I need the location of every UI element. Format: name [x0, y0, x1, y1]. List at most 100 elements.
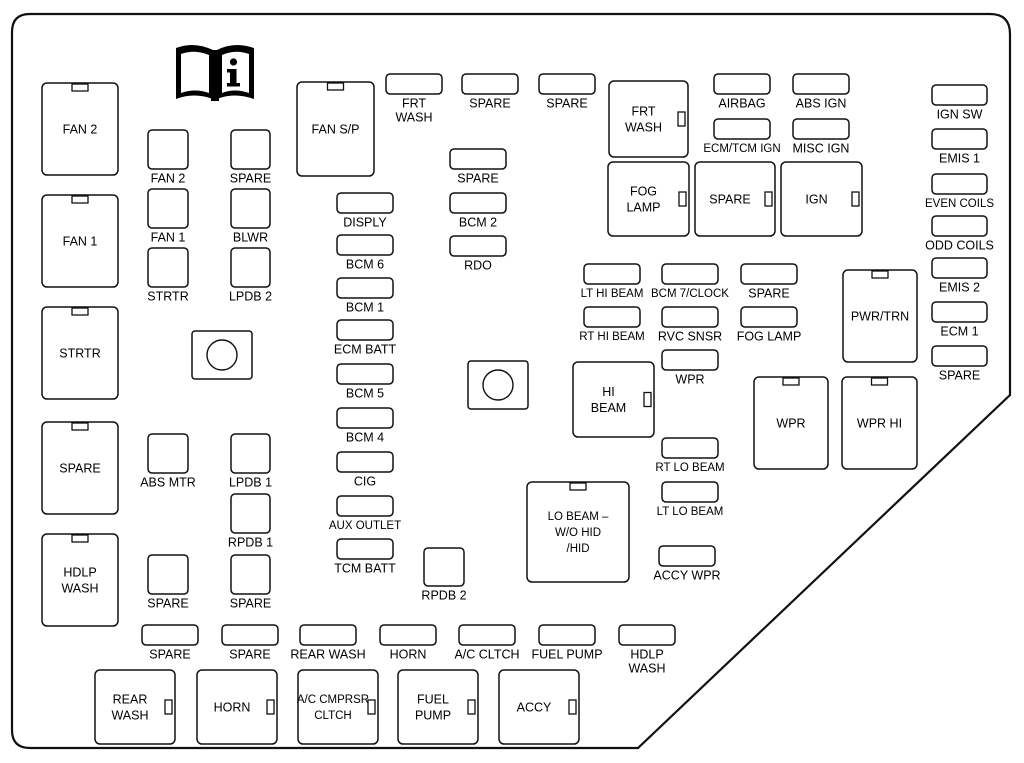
relay-tab — [851, 191, 860, 207]
relay-accy[interactable]: ACCY — [498, 669, 580, 745]
relay-fan-s-p[interactable]: FAN S/P — [296, 81, 375, 177]
fuse-bcm-4[interactable]: BCM 4 — [336, 407, 394, 444]
mini-fuse-spare[interactable]: SPARE — [147, 554, 189, 610]
label-fan-2: FAN 2 — [151, 171, 186, 185]
mini-fuse-lpdb-2[interactable]: LPDB 2 — [229, 247, 272, 303]
fuse-emis-2[interactable]: EMIS 2 — [931, 257, 988, 294]
label-ecm-batt: ECM BATT — [334, 342, 397, 356]
fuse-ecm-batt[interactable]: ECM BATT — [334, 319, 397, 356]
fuse-rt-lo-beam[interactable]: RT LO BEAM — [655, 437, 725, 474]
fuse-spare[interactable]: SPARE — [221, 624, 279, 661]
label-fuel: FUEL — [417, 692, 449, 706]
relay-tab — [71, 83, 89, 92]
fuse-accy-wpr[interactable]: ACCY WPR — [653, 545, 721, 582]
label-misc-ign: MISC IGN — [793, 141, 850, 155]
mini-fuse-blwr[interactable]: BLWR — [230, 188, 271, 244]
label-hdlp: HDLP — [630, 647, 663, 661]
fuse-fog-lamp[interactable]: FOG LAMP — [737, 306, 802, 343]
fuse-spare[interactable]: SPARE — [141, 624, 199, 661]
label-accy: ACCY — [517, 700, 552, 714]
label-rear: REAR — [113, 692, 148, 706]
relay-tab — [871, 270, 889, 279]
relay-tab — [266, 699, 275, 715]
fuse-lt-hi-beam[interactable]: LT HI BEAM — [581, 263, 644, 300]
mini-fuse-spare[interactable]: SPARE — [230, 554, 271, 610]
fuse-rvc-snsr[interactable]: RVC SNSR — [658, 306, 722, 343]
fuse-tcm-batt[interactable]: TCM BATT — [334, 538, 396, 575]
fuse-spare[interactable]: SPARE — [538, 73, 596, 110]
fuse-wpr[interactable]: WPR — [661, 349, 719, 386]
label-abs-mtr: ABS MTR — [140, 475, 196, 489]
fuse-disply[interactable]: DISPLY — [336, 192, 394, 229]
fuse-even-coils[interactable]: EVEN COILS — [925, 173, 994, 210]
mini-fuse-rpdb-1[interactable]: RPDB 1 — [228, 493, 273, 549]
label-fan-2: FAN 2 — [63, 122, 98, 136]
fuse-aux-outlet[interactable]: AUX OUTLET — [329, 495, 401, 532]
relay-wpr[interactable]: WPR — [753, 376, 829, 470]
label-spare: SPARE — [149, 647, 190, 661]
fuse-bcm-2[interactable]: BCM 2 — [449, 192, 507, 229]
fuse-ign-sw[interactable]: IGN SW — [931, 84, 988, 121]
relay-spare[interactable]: SPARE — [41, 421, 119, 515]
relay-fan-1[interactable]: FAN 1 — [41, 194, 119, 288]
fuse-airbag[interactable]: AIRBAG — [713, 73, 771, 110]
fuse-horn[interactable]: HORN — [379, 624, 437, 661]
relay-fan-2[interactable]: FAN 2 — [41, 82, 119, 176]
label-lpdb-2: LPDB 2 — [229, 289, 272, 303]
mini-fuse-abs-mtr[interactable]: ABS MTR — [140, 433, 196, 489]
label-pwr-trn: PWR/TRN — [851, 309, 909, 323]
mini-fuse-lpdb-1[interactable]: LPDB 1 — [229, 433, 272, 489]
label-strtr: STRTR — [147, 289, 188, 303]
fuse-odd-coils[interactable]: ODD COILS — [925, 215, 994, 252]
label-ign: IGN — [805, 192, 827, 206]
fuse-rdo[interactable]: RDO — [449, 235, 507, 272]
relay-spare[interactable]: SPARE — [694, 161, 776, 237]
relay-lo-beam-w-o-hid-hid[interactable]: LO BEAM –W/O HID/HID — [526, 481, 630, 583]
fuse-spare[interactable]: SPARE — [740, 263, 798, 300]
mini-fuse-fan-1[interactable]: FAN 1 — [147, 188, 189, 244]
fuse-abs-ign[interactable]: ABS IGN — [792, 73, 850, 110]
label-rt-hi-beam: RT HI BEAM — [579, 331, 644, 343]
fuse-bcm-1[interactable]: BCM 1 — [336, 277, 394, 314]
fuse-rear-wash[interactable]: REAR WASH — [290, 624, 366, 661]
relay-strtr[interactable]: STRTR — [41, 306, 119, 400]
fuse-ecm-1[interactable]: ECM 1 — [931, 301, 988, 338]
fuse-bcm-5[interactable]: BCM 5 — [336, 363, 394, 400]
relay-tab — [643, 391, 652, 408]
relay-tab — [568, 699, 577, 715]
label-spare: SPARE — [748, 286, 789, 300]
fuse-spare[interactable]: SPARE — [931, 345, 988, 382]
relay-wpr-hi[interactable]: WPR HI — [841, 376, 918, 470]
fuse-bcm-6[interactable]: BCM 6 — [336, 234, 394, 271]
fuse-rt-hi-beam[interactable]: RT HI BEAM — [579, 306, 645, 343]
fuse-misc-ign[interactable]: MISC IGN — [792, 118, 850, 155]
fuse-a-c-cltch[interactable]: A/C CLTCH — [454, 624, 520, 661]
relay-horn[interactable]: HORN — [196, 669, 278, 745]
mini-fuse-strtr[interactable]: STRTR — [147, 247, 189, 303]
mini-fuse-spare[interactable]: SPARE — [230, 129, 271, 185]
fuse-emis-1[interactable]: EMIS 1 — [931, 128, 988, 165]
mini-fuse-rpdb-2[interactable]: RPDB 2 — [421, 547, 467, 602]
relay-ign[interactable]: IGN — [780, 161, 863, 237]
fuse-bcm-7-clock[interactable]: BCM 7/CLOCK — [651, 263, 729, 300]
relay-pwr-trn[interactable]: PWR/TRN — [842, 269, 918, 363]
mini-fuse-fan-2[interactable]: FAN 2 — [147, 129, 189, 185]
fuse-spare[interactable]: SPARE — [449, 148, 507, 185]
fuse-spare[interactable]: SPARE — [461, 73, 519, 110]
relay-tab — [569, 482, 587, 491]
label-blwr: BLWR — [233, 230, 268, 244]
fuse-lt-lo-beam[interactable]: LT LO BEAM — [657, 481, 724, 518]
stud-hole-icon — [482, 369, 514, 401]
fuse-fuel-pump[interactable]: FUEL PUMP — [531, 624, 603, 661]
fuse-cig[interactable]: CIG — [336, 451, 394, 488]
fuse-ecm-tcm-ign[interactable]: ECM/TCM IGN — [703, 118, 781, 155]
